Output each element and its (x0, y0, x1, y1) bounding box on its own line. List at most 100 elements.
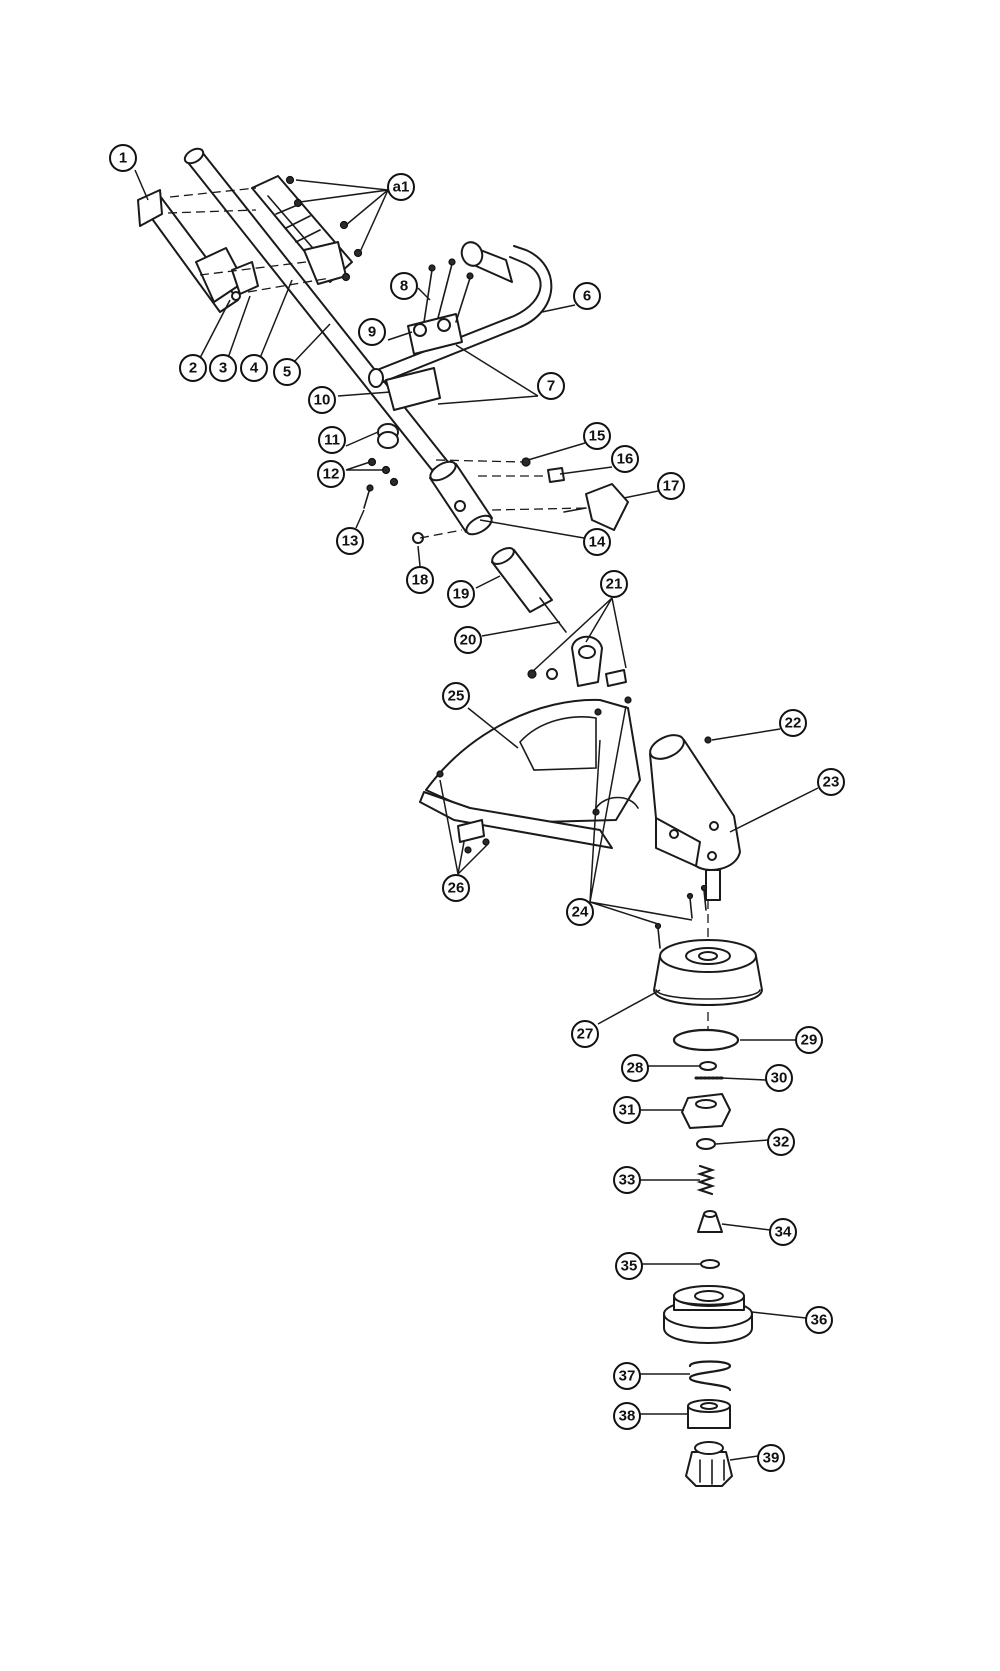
callout-18: 18 (406, 566, 434, 594)
callout-16: 16 (611, 445, 639, 473)
callout-26: 26 (442, 874, 470, 902)
svg-text:8: 8 (400, 278, 408, 295)
callout-6: 6 (573, 282, 601, 310)
callout-7: 7 (537, 372, 565, 400)
svg-text:21: 21 (606, 576, 623, 593)
callout-24: 24 (566, 898, 594, 926)
callout-31: 31 (613, 1096, 641, 1124)
svg-text:17: 17 (663, 478, 680, 495)
rear-grip (137, 189, 245, 313)
callout-9: 9 (358, 318, 386, 346)
svg-text:20: 20 (460, 632, 477, 649)
grass-guard (419, 696, 641, 849)
shaft-coupler (429, 460, 493, 536)
svg-text:4: 4 (250, 360, 259, 377)
svg-text:6: 6 (583, 288, 591, 305)
svg-text:24: 24 (572, 904, 589, 921)
svg-text:23: 23 (823, 774, 840, 791)
large-spring (688, 1360, 732, 1392)
svg-text:10: 10 (314, 392, 331, 409)
svg-text:13: 13 (342, 533, 359, 550)
svg-text:12: 12 (323, 466, 340, 483)
callout-28: 28 (621, 1054, 649, 1082)
gear-head (649, 734, 741, 901)
parts-drawing (137, 147, 763, 1487)
callout-15: 15 (583, 422, 611, 450)
handle-clamp (385, 313, 463, 411)
svg-text:26: 26 (448, 880, 465, 897)
callout-19: 19 (447, 580, 475, 608)
spring (696, 1164, 716, 1196)
washer (696, 1138, 716, 1150)
svg-text:25: 25 (448, 688, 465, 705)
svg-text:36: 36 (811, 1312, 828, 1329)
coupler-hardware (412, 457, 629, 544)
callout-33: 33 (613, 1166, 641, 1194)
svg-text:14: 14 (589, 534, 606, 551)
lower-shaft (491, 547, 567, 633)
svg-text:34: 34 (775, 1224, 792, 1241)
callout-2: 2 (179, 354, 207, 382)
callout-10: 10 (308, 386, 336, 414)
ratchet (681, 1093, 731, 1129)
svg-text:a1: a1 (393, 179, 410, 196)
throttle-trigger (231, 261, 259, 301)
svg-text:39: 39 (763, 1450, 780, 1467)
callout-4: 4 (240, 354, 268, 382)
svg-text:31: 31 (619, 1102, 636, 1119)
clamp-bolts (423, 258, 474, 323)
svg-text:16: 16 (617, 451, 634, 468)
callout-13: 13 (336, 527, 364, 555)
callout-29: 29 (795, 1026, 823, 1054)
callout-35: 35 (615, 1252, 643, 1280)
svg-text:15: 15 (589, 428, 606, 445)
svg-text:1: 1 (119, 150, 127, 167)
callout-1: 1 (109, 144, 137, 172)
callout-34: 34 (769, 1218, 797, 1246)
svg-text:9: 9 (368, 324, 376, 341)
callout-14: 14 (583, 528, 611, 556)
svg-text:32: 32 (773, 1134, 790, 1151)
callout-a1: a1 (387, 173, 415, 201)
svg-text:19: 19 (453, 586, 470, 603)
svg-text:28: 28 (627, 1060, 644, 1077)
callout-27: 27 (571, 1020, 599, 1048)
spool-housing (653, 939, 763, 1006)
svg-text:11: 11 (324, 432, 340, 449)
callout-leaders (134, 169, 819, 1461)
callout-5: 5 (273, 358, 301, 386)
callout-36: 36 (805, 1306, 833, 1334)
svg-text:2: 2 (189, 360, 197, 377)
svg-text:5: 5 (283, 364, 291, 381)
callout-37: 37 (613, 1362, 641, 1390)
svg-text:22: 22 (785, 715, 802, 732)
svg-text:33: 33 (619, 1172, 636, 1189)
callout-38: 38 (613, 1402, 641, 1430)
callout-17: 17 (657, 472, 685, 500)
callout-25: 25 (442, 682, 470, 710)
callout-8: 8 (390, 272, 418, 300)
throttle-housing (251, 175, 353, 285)
svg-text:37: 37 (619, 1368, 636, 1385)
callout-21: 21 (600, 570, 628, 598)
callout-32: 32 (767, 1128, 795, 1156)
svg-text:7: 7 (547, 378, 555, 395)
eyelet (687, 1399, 731, 1429)
svg-text:30: 30 (771, 1070, 788, 1087)
loop-handle (368, 241, 553, 388)
svg-text:3: 3 (219, 360, 227, 377)
callout-11: 11 (318, 426, 346, 454)
callout-39: 39 (757, 1444, 785, 1472)
assembly-guides (167, 187, 709, 1030)
bump-knob (697, 1210, 723, 1233)
gear-clamp (527, 635, 627, 687)
callout-30: 30 (765, 1064, 793, 1092)
svg-text:35: 35 (621, 1258, 638, 1275)
callout-12: 12 (317, 460, 345, 488)
callout-3: 3 (209, 354, 237, 382)
head-screws (654, 884, 708, 949)
svg-text:38: 38 (619, 1408, 636, 1425)
callout-23: 23 (817, 768, 845, 796)
svg-text:29: 29 (801, 1032, 818, 1049)
